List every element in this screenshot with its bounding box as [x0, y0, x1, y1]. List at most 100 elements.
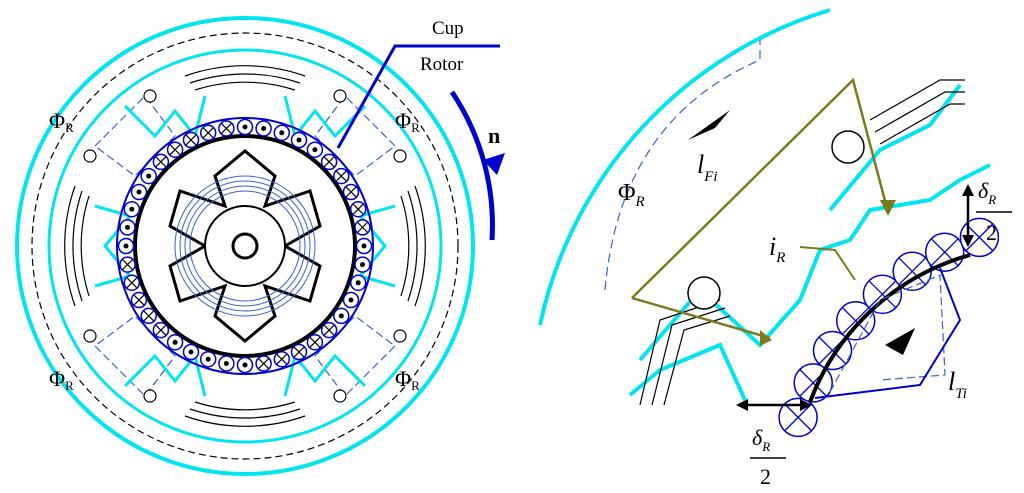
- conductor-dot: [188, 349, 194, 355]
- conductor-dot: [355, 280, 361, 286]
- l-ti-label: lTi: [948, 367, 967, 402]
- flux-arrowhead-1: [880, 200, 896, 216]
- conductor-dot: [136, 189, 142, 195]
- flux-paths: [94, 95, 396, 397]
- conductor-cross: [323, 156, 335, 168]
- conductor-dot: [205, 356, 211, 362]
- detail-conductor-cross: [842, 307, 870, 335]
- conductor-dot: [223, 361, 229, 366]
- flux-direction-arrow: [688, 110, 730, 140]
- l-fi-label: lFi: [697, 150, 718, 185]
- rotation-arrow: [449, 90, 495, 241]
- conductor-dot: [296, 137, 302, 143]
- rotor-iron-arc: [808, 253, 971, 403]
- rotor-dashed-path: [829, 274, 946, 393]
- rotor-core: [168, 149, 322, 343]
- cup-rotor-inner: [133, 134, 357, 358]
- flux-arrowhead-2: [760, 330, 772, 346]
- conductor-cross: [155, 324, 167, 336]
- conductor-dot: [361, 243, 367, 249]
- cup-rotor-conductors: [778, 217, 1000, 438]
- gap-right-numerator: δR: [978, 178, 996, 207]
- conductor-dot: [125, 224, 130, 230]
- rotor-flux-arrow: [885, 328, 915, 355]
- outer-stator-ring: [15, 16, 475, 476]
- flux-dashed-arc: [604, 40, 761, 291]
- i-r-pointer: [799, 246, 856, 281]
- detail-conductor-cross: [868, 280, 896, 308]
- conductor-dot: [348, 297, 354, 303]
- conductor-cross: [221, 123, 232, 134]
- cup-rotor-outer: [116, 117, 374, 375]
- stator-slots: [83, 89, 407, 403]
- flux-label-top-left: ΦR: [49, 108, 74, 135]
- conductor-cross: [126, 277, 138, 289]
- stator-tooth-upper: [828, 83, 962, 212]
- flux-label-top-right: ΦR: [395, 108, 420, 135]
- detail-conductor-cross: [784, 403, 812, 431]
- conductor-dot: [129, 206, 135, 212]
- outer-dashed-ring: [31, 32, 459, 460]
- conductor-cross: [143, 310, 155, 322]
- conductor-dot: [279, 130, 285, 136]
- conductor-cross: [258, 358, 269, 369]
- flux-label-right: ΦR: [618, 180, 645, 210]
- conductor-cross: [293, 346, 305, 358]
- conductor-dot: [360, 262, 365, 268]
- conductor-cross: [323, 324, 335, 336]
- cup-rotor-pointer: [336, 44, 500, 149]
- conductor-dot: [172, 339, 178, 345]
- speed-label: n: [488, 123, 500, 148]
- gap-arrow-bottom-right: [800, 399, 812, 411]
- conductor-dot: [242, 362, 248, 368]
- gap-arrow-right-top: [962, 184, 974, 196]
- gap-arrow-bottom-left: [736, 399, 748, 411]
- conductor-cross: [202, 127, 214, 139]
- shaft: [231, 232, 259, 260]
- stator-tooth: [638, 163, 991, 362]
- gap-arrow-right-bottom: [962, 235, 974, 247]
- conductor-cross: [169, 144, 181, 156]
- outer-stator-arc: [538, 8, 831, 326]
- gap-bottom-numerator: δR: [752, 425, 770, 454]
- rotation-arrowhead: [483, 153, 505, 175]
- conductor-cross: [335, 170, 347, 182]
- detail-conductor-cross: [898, 257, 926, 285]
- conductor-cross: [352, 203, 364, 215]
- conductor-cross: [122, 259, 133, 270]
- cup-rotor-label-line1: Cup: [432, 18, 464, 39]
- gap-right-denominator: 2: [986, 220, 997, 245]
- conductor-cross: [309, 336, 321, 348]
- stator-teeth: [94, 95, 396, 397]
- conductor-dot: [261, 126, 267, 131]
- conductor-cross: [185, 134, 197, 146]
- conductor-cross: [357, 222, 368, 233]
- flux-label-bottom-right: ΦR: [395, 366, 420, 393]
- conductor-cross: [276, 353, 288, 365]
- stator-coil-bundles: [64, 65, 426, 427]
- right-detail-view: ΦR lFi iR lTi δR 2 δR 2: [538, 8, 1012, 489]
- conductor-cross: [133, 294, 145, 306]
- cup-rotor-label-line2: Rotor: [420, 54, 464, 75]
- left-motor-cross-section: ΦR ΦR ΦR ΦR: [15, 16, 475, 476]
- gap-bottom-denominator: 2: [760, 464, 771, 489]
- inner-field-windings: [174, 175, 316, 317]
- slot-circle-bottom: [687, 276, 721, 310]
- conductor-dot: [312, 147, 318, 153]
- rotor-conductors: [117, 118, 373, 374]
- flux-path-triangle: [631, 77, 890, 340]
- i-r-label: iR: [769, 232, 785, 266]
- slot-circle-top: [831, 130, 865, 164]
- l-ti-pointer: [814, 267, 962, 399]
- detail-conductor-cross: [965, 223, 993, 251]
- conductor-dot: [338, 313, 344, 319]
- conductor-dot: [242, 124, 248, 130]
- shaft-outer: [204, 205, 286, 287]
- conductor-cross: [345, 186, 357, 198]
- conductor-dot: [146, 173, 152, 179]
- inner-stator-ring: [47, 48, 443, 444]
- flux-label-bottom-left: ΦR: [49, 366, 74, 393]
- conductor-cross: [155, 156, 167, 168]
- conductor-dot: [123, 243, 129, 249]
